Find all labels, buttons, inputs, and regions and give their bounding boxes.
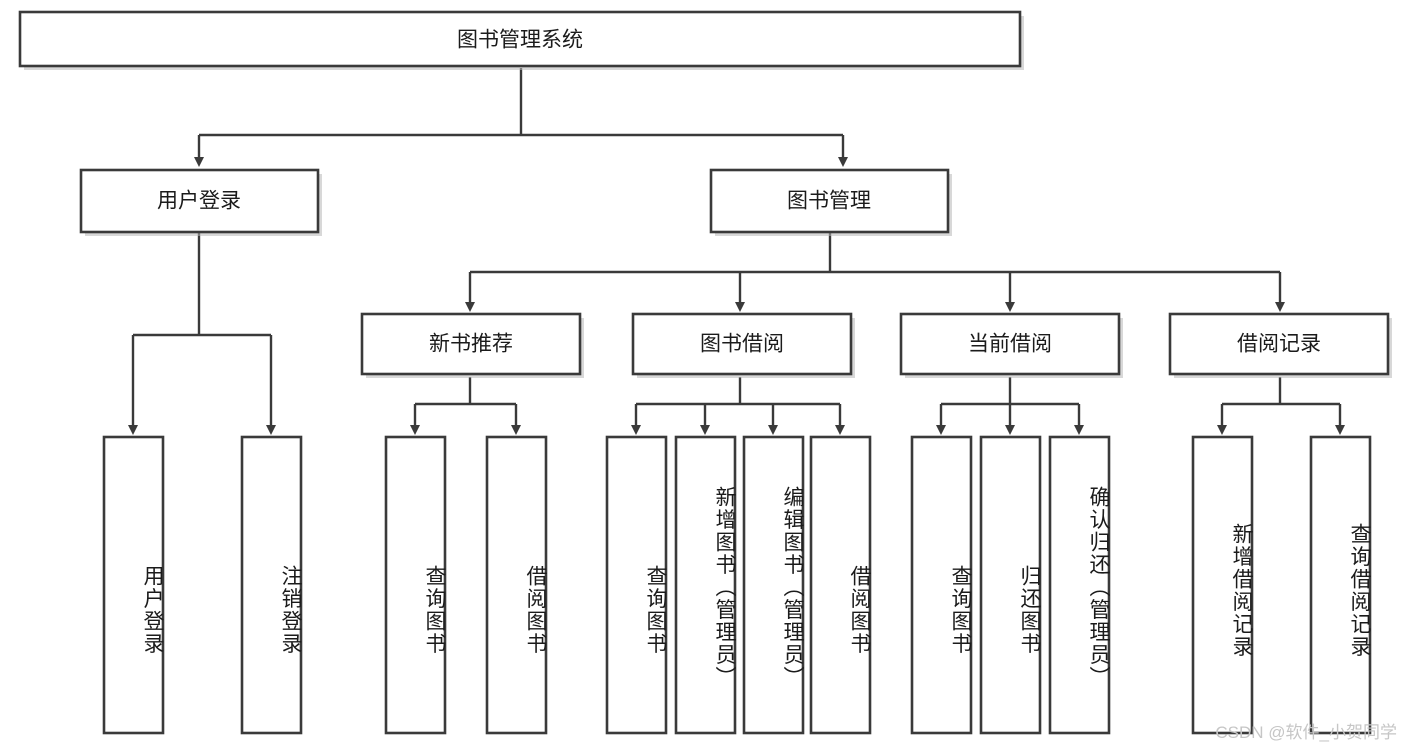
leaf-box-book-borrow-1[interactable] (605, 435, 668, 735)
root-node-box[interactable] (18, 10, 1022, 68)
book-borrow-node-box[interactable] (631, 312, 853, 376)
watermark-label: CSDN @软件_小贺同学 (1215, 723, 1397, 742)
book-borrow-node-label: 图书借阅 (700, 333, 784, 356)
user-login-node-box[interactable] (79, 168, 320, 234)
leaf-box-current-borrow-1[interactable] (910, 435, 973, 735)
root-node-label: 图书管理系统 (457, 29, 583, 52)
leaf-box-new-book-2[interactable] (485, 435, 548, 735)
leaf-box-borrow-record-2[interactable] (1309, 435, 1372, 735)
leaf-box-borrow-record-1[interactable] (1191, 435, 1254, 735)
current-borrow-node-label: 当前借阅 (968, 333, 1052, 356)
new-book-node-box[interactable] (360, 312, 582, 376)
book-mgmt-node-box[interactable] (709, 168, 950, 234)
borrow-record-node-label: 借阅记录 (1237, 333, 1321, 356)
book-mgmt-node-label: 图书管理 (787, 190, 871, 213)
leaf-box-book-borrow-4[interactable] (809, 435, 872, 735)
current-borrow-node-box[interactable] (899, 312, 1121, 376)
leaf-box-user-login-1[interactable] (102, 435, 165, 735)
leaf-box-new-book-1[interactable] (384, 435, 447, 735)
leaf-box-book-borrow-2[interactable] (674, 435, 737, 735)
leaf-box-current-borrow-2[interactable] (979, 435, 1042, 735)
connector-layer (128, 68, 1345, 435)
leaf-box-user-login-2[interactable] (240, 435, 303, 735)
node-layer: 图书管理系统 用户登录 图书管理 新书推荐 图书借阅 当前借阅 借阅记录 (18, 10, 1392, 735)
borrow-record-node-box[interactable] (1168, 312, 1390, 376)
leaf-box-current-borrow-3[interactable] (1048, 435, 1111, 735)
new-book-node-label: 新书推荐 (429, 333, 513, 356)
user-login-node-label: 用户登录 (157, 190, 241, 213)
leaf-box-book-borrow-3[interactable] (742, 435, 805, 735)
